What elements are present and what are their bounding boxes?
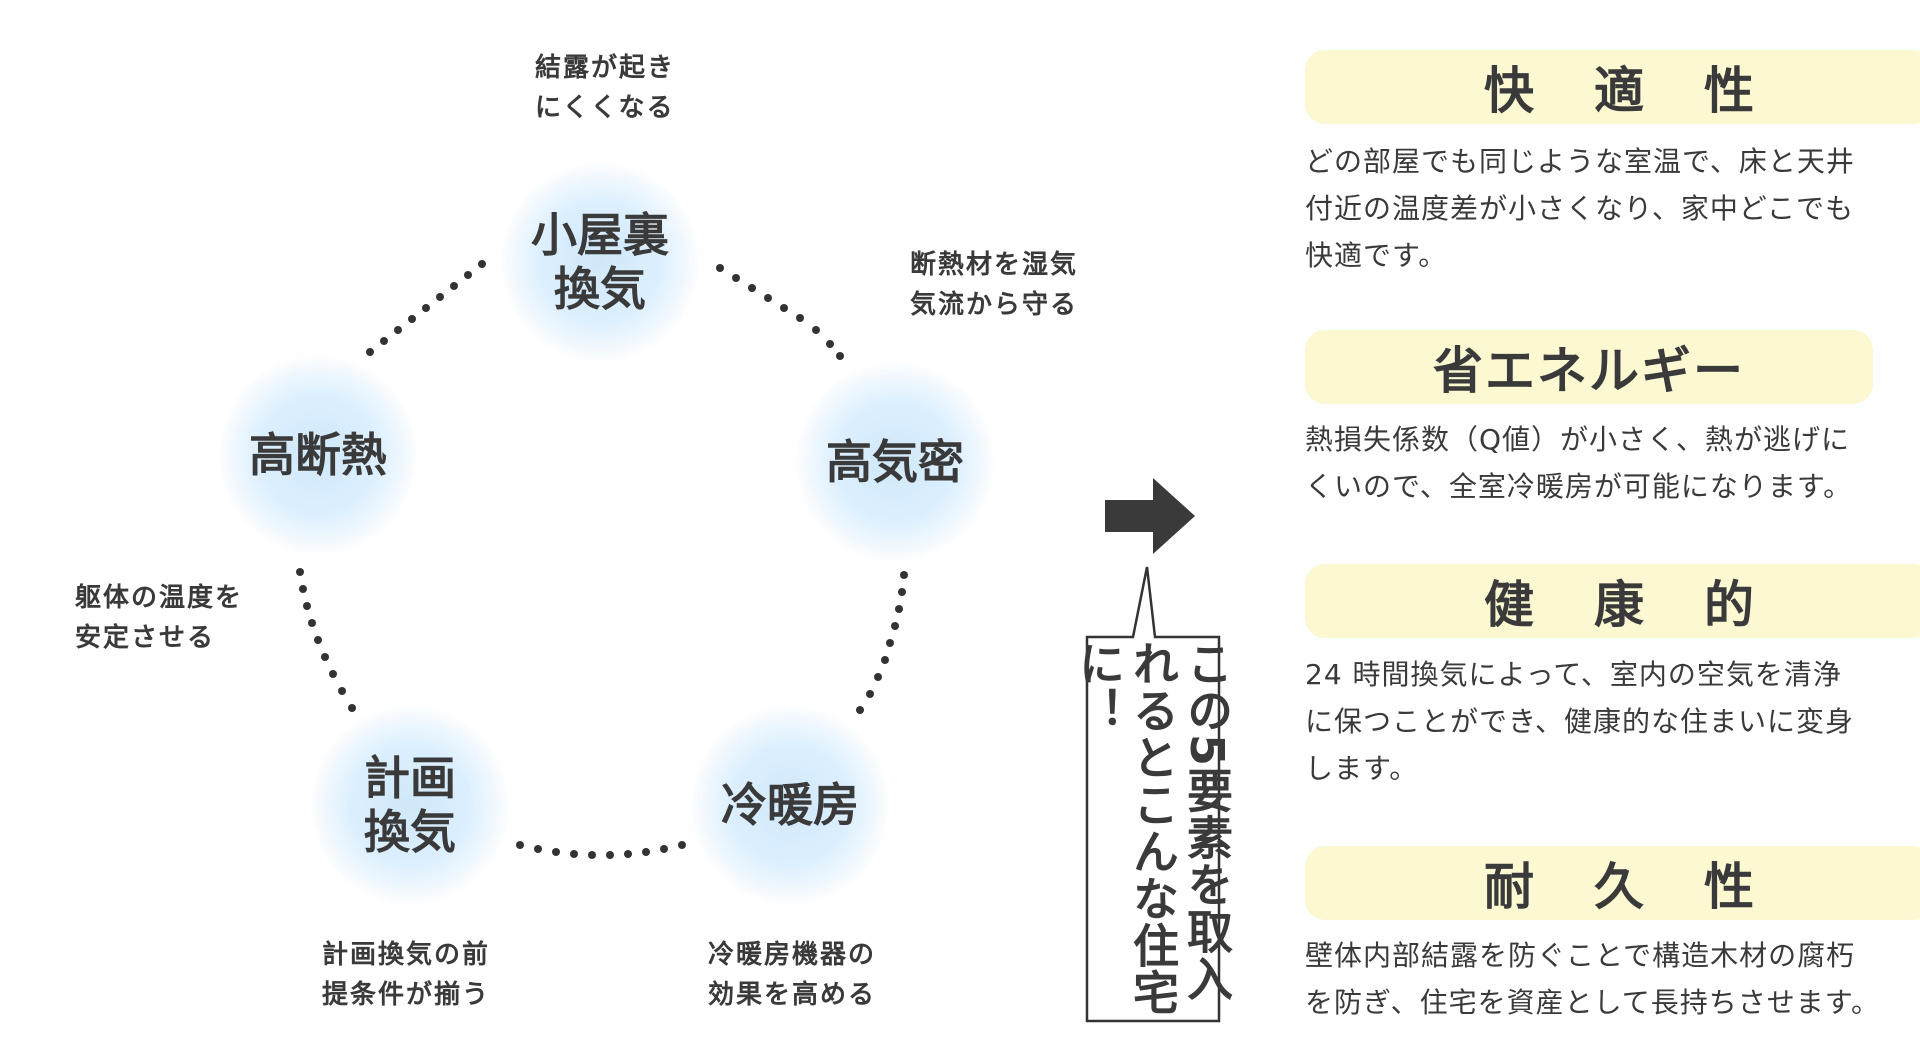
note-protect-insulation: 断熱材を湿気 気流から守る <box>910 250 1079 320</box>
benefit-heading-health: 健康的 <box>1305 564 1920 638</box>
node-high-insulation: 高断熱 <box>218 355 418 555</box>
callout-bubble <box>1085 566 1221 1023</box>
node-planned-ventilation: 計画 換気 <box>310 705 510 905</box>
benefit-heading-durability: 耐久性 <box>1305 846 1920 920</box>
note-condensation: 結露が起き にくくなる <box>535 53 676 123</box>
node-attic-ventilation: 小屋裏 換気 <box>500 162 700 362</box>
callout-text: この5要素を取入れるとこんな住宅に！ <box>1072 640 1234 1016</box>
benefit-text-health: 24 時間換気によって、室内の空気を清浄 に保つことができ、健康的な住まいに変身… <box>1305 658 1855 785</box>
node-attic-ventilation-label: 小屋裏 換気 <box>531 208 669 316</box>
node-planned-ventilation-label: 計画 換気 <box>364 751 456 859</box>
note-temperature-stability: 躯体の温度を 安定させる <box>75 583 244 653</box>
benefit-heading-energy-saving: 省エネルギー <box>1305 330 1873 404</box>
node-airtight-label: 高気密 <box>826 435 964 489</box>
node-high-insulation-label: 高断熱 <box>249 428 387 482</box>
benefit-text-durability: 壁体内部結露を防ぐことで構造木材の腐朽 を防ぎ、住宅を資産として長持ちさせます。 <box>1305 939 1880 1019</box>
node-heating-cooling: 冷暖房 <box>690 705 890 905</box>
node-heating-cooling-label: 冷暖房 <box>721 778 859 832</box>
node-airtight: 高気密 <box>795 362 995 562</box>
note-equipment-efficiency: 冷暖房機器の 効果を高める <box>708 940 877 1010</box>
benefit-text-energy-saving: 熱損失係数（Q値）が小さく、熱が逃げに くいので、全室冷暖房が可能になります。 <box>1305 423 1853 503</box>
note-ventilation-premise: 計画換気の前 提条件が揃う <box>322 940 491 1010</box>
benefit-heading-comfort: 快適性 <box>1305 50 1920 124</box>
benefit-text-comfort: どの部屋でも同じような室温で、床と天井 付近の温度差が小さくなり、家中どこでも … <box>1305 145 1855 272</box>
right-arrow-icon <box>1105 478 1195 554</box>
